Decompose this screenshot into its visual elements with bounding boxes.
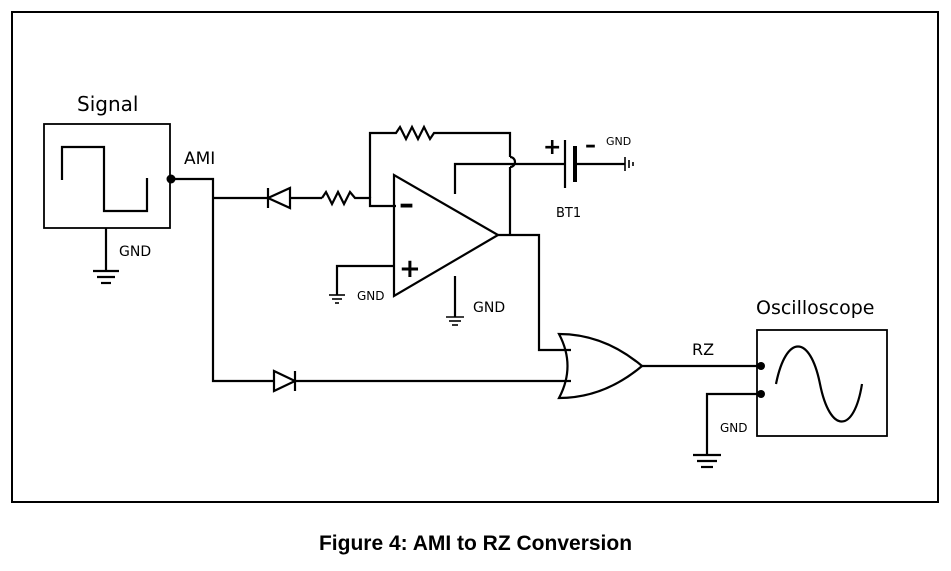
battery-bt1: + – GND BT1: [543, 133, 634, 221]
oscilloscope-label: Oscilloscope: [756, 297, 874, 319]
ami-label: AMI: [184, 149, 215, 169]
opamp-ground: GND: [446, 276, 505, 326]
or-gate: [557, 332, 644, 400]
square-wave-icon: [60, 145, 149, 213]
scope-input-node: [757, 362, 765, 370]
signal-ground: GND: [93, 228, 151, 285]
oscilloscope: Oscilloscope: [756, 297, 888, 437]
rz-label: RZ: [692, 340, 714, 359]
noninv-ground: GND: [329, 264, 394, 304]
feedback-resistor: [368, 124, 512, 198]
lower-diode: [272, 369, 571, 393]
signal-gnd-label: GND: [119, 244, 151, 260]
input-resistor: [321, 189, 396, 208]
opamp-plus: +: [399, 254, 421, 284]
signal-label: Signal: [77, 92, 138, 116]
battery-plus: +: [543, 135, 561, 160]
noninv-gnd-label: GND: [357, 289, 385, 303]
sine-wave-icon: [774, 345, 864, 423]
opamp-minus: –: [399, 187, 414, 222]
upper-diode: [265, 186, 322, 210]
scope-gnd-label: GND: [720, 421, 748, 435]
battery-gnd-label: GND: [606, 135, 631, 148]
diagram-frame: [11, 11, 939, 503]
op-amp: – +: [392, 173, 501, 298]
figure-caption: Figure 4: AMI to RZ Conversion: [318, 532, 633, 555]
battery-label: BT1: [556, 206, 581, 221]
opamp-gnd-label: GND: [473, 300, 505, 316]
oscilloscope-box: [756, 329, 888, 437]
scope-ground: GND: [693, 392, 761, 469]
signal-source: Signal: [43, 92, 171, 229]
battery-minus: –: [585, 133, 596, 158]
